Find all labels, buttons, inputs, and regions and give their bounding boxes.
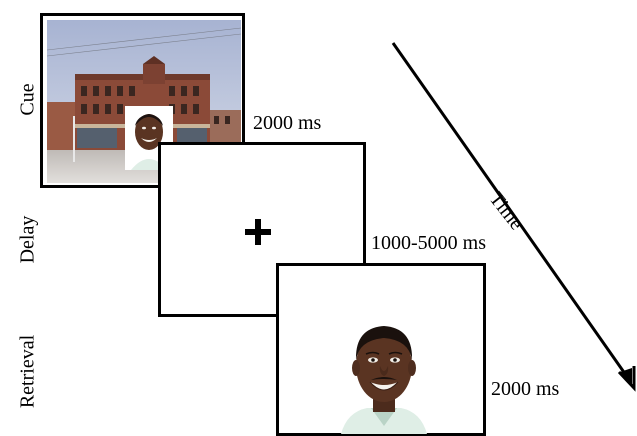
cue-stage-label: Cue bbox=[16, 83, 39, 116]
time-label: Time bbox=[484, 188, 528, 235]
face-image bbox=[341, 326, 427, 434]
fixation-cross-icon bbox=[245, 219, 271, 245]
delay-duration: 1000-5000 ms bbox=[371, 232, 486, 254]
scene-with-face-image bbox=[47, 20, 241, 183]
cue-frame bbox=[40, 13, 245, 188]
retrieval-duration: 2000 ms bbox=[491, 378, 560, 400]
cue-duration: 2000 ms bbox=[253, 112, 322, 134]
retrieval-stage-label: Retrieval bbox=[16, 334, 39, 409]
delay-stage-label: Delay bbox=[16, 215, 39, 264]
retrieval-frame bbox=[276, 263, 486, 436]
